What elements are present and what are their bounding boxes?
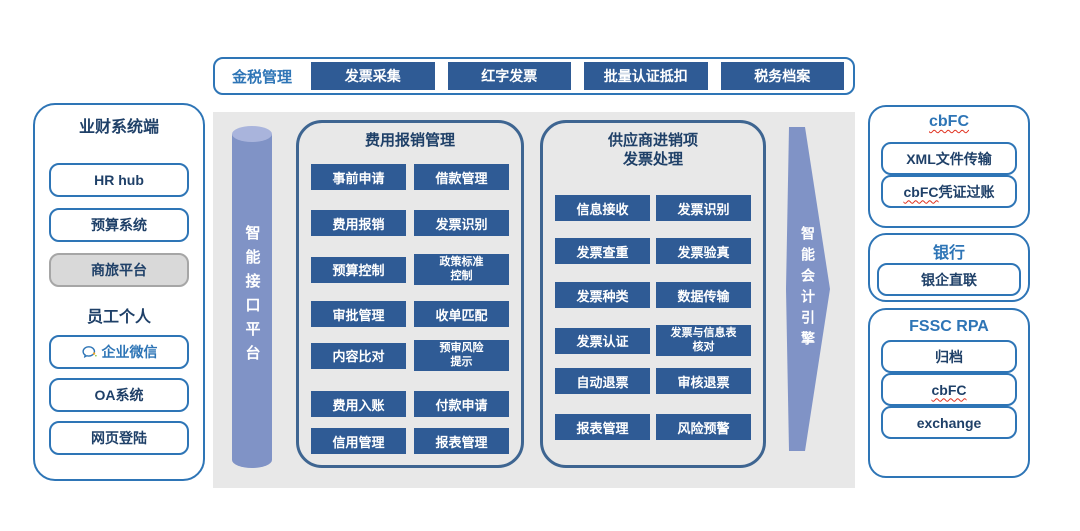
personal-section-title: 员工个人	[86, 309, 151, 326]
sidebar-item-travel-platform[interactable]: 商旅平台	[49, 253, 189, 287]
tab-tax-archive[interactable]: 税务档案	[720, 62, 845, 90]
expense-management-box: 费用报销管理 事前申请 借款管理 费用报销 发票识别 预算控制 政策标准 控制 …	[296, 120, 524, 468]
module-chip-review-return[interactable]: 审核退票	[656, 368, 751, 394]
bank-box-title: 银行	[932, 245, 965, 262]
cbfc-box-title: cbFC	[929, 113, 969, 130]
module-chip-data-transfer[interactable]: 数据传输	[656, 282, 751, 308]
smart-interface-platform-pillar: 智能接口平台	[232, 126, 272, 468]
tax-management-bar: 金税管理 发票采集 红字发票 批量认证抵扣 税务档案	[213, 57, 855, 95]
wechat-work-icon	[81, 345, 97, 358]
supplier-box-title: 供应商进销项 发票处理	[607, 132, 698, 168]
item-cbfc[interactable]: cbFC	[881, 373, 1017, 406]
item-archive[interactable]: 归档	[881, 340, 1017, 373]
module-chip-auto-return[interactable]: 自动退票	[555, 368, 650, 394]
sidebar-item-web-login[interactable]: 网页登陆	[49, 421, 189, 455]
accounting-engine-label: 智能会计引擎	[800, 226, 816, 352]
module-chip-credit-management[interactable]: 信用管理	[311, 428, 406, 454]
module-chip-invoice-type[interactable]: 发票种类	[555, 282, 650, 308]
expense-box-title: 费用报销管理	[364, 132, 455, 149]
tab-red-letter-invoice[interactable]: 红字发票	[447, 62, 572, 90]
left-systems-panel: 业财系统端 HR hub 预算系统 商旅平台 员工个人 企业微信 OA系统 网页…	[33, 103, 205, 481]
module-chip-info-receiving[interactable]: 信息接收	[555, 195, 650, 221]
module-chip-policy-standard-control[interactable]: 政策标准 控制	[414, 254, 509, 285]
module-chip-pre-application[interactable]: 事前申请	[311, 164, 406, 190]
sidebar-item-wecom[interactable]: 企业微信	[49, 335, 189, 369]
fssc-rpa-title: FSSC RPA	[909, 318, 989, 335]
module-chip-invoice-verification[interactable]: 发票验真	[656, 238, 751, 264]
sidebar-item-label: 企业微信	[101, 344, 158, 360]
module-chip-budget-control[interactable]: 预算控制	[311, 256, 406, 283]
module-chip-loan-management[interactable]: 借款管理	[414, 164, 509, 190]
item-label: cbFC	[931, 381, 967, 398]
tax-bar-title: 金税管理	[232, 68, 293, 86]
item-label-prefix: cbFC	[903, 183, 939, 200]
module-chip-approval-management[interactable]: 审批管理	[311, 301, 406, 327]
interface-pillar-label: 智能接口平台	[243, 225, 261, 369]
item-xml-file-transfer[interactable]: XML文件传输	[881, 142, 1017, 175]
sidebar-item-oa-system[interactable]: OA系统	[49, 378, 189, 412]
module-chip-expense-reimbursement[interactable]: 费用报销	[311, 210, 406, 236]
sidebar-item-hr-hub[interactable]: HR hub	[49, 163, 189, 197]
tab-batch-auth-deduction[interactable]: 批量认证抵扣	[584, 62, 708, 90]
module-chip-preaudit-risk-alert[interactable]: 预审风险 提示	[414, 340, 509, 371]
module-chip-invoice-dedup[interactable]: 发票查重	[555, 238, 650, 264]
module-chip-invoice-recognition-2[interactable]: 发票识别	[656, 195, 751, 221]
module-chip-report-management-2[interactable]: 报表管理	[555, 414, 650, 440]
sidebar-item-budget-system[interactable]: 预算系统	[49, 208, 189, 242]
tab-invoice-collection[interactable]: 发票采集	[311, 62, 435, 90]
module-chip-invoice-info-check[interactable]: 发票与信息表 核对	[656, 325, 751, 356]
cylinder-shape	[232, 126, 272, 468]
module-chip-report-management[interactable]: 报表管理	[414, 428, 509, 454]
engine-arrow-shape	[786, 127, 830, 451]
supplier-invoice-box: 供应商进销项 发票处理 信息接收 发票识别 发票查重 发票验真 发票种类 数据传…	[540, 120, 766, 468]
item-bank-direct-link[interactable]: 银企直联	[877, 263, 1021, 296]
module-chip-expense-posting[interactable]: 费用入账	[311, 391, 406, 417]
module-chip-content-comparison[interactable]: 内容比对	[311, 342, 406, 369]
module-chip-payment-request[interactable]: 付款申请	[414, 391, 509, 417]
item-label-suffix: 凭证过账	[938, 183, 995, 200]
module-chip-invoice-certification[interactable]: 发票认证	[555, 327, 650, 354]
module-chip-risk-warning[interactable]: 风险预警	[656, 414, 751, 440]
module-chip-receipt-matching[interactable]: 收单匹配	[414, 301, 509, 327]
fssc-rpa-box: FSSC RPA 归档 cbFC exchange	[868, 308, 1030, 478]
item-exchange[interactable]: exchange	[881, 406, 1017, 439]
smart-accounting-engine-arrow: 智能会计引擎	[786, 127, 830, 451]
bank-box: 银行 银企直联	[868, 233, 1030, 302]
module-chip-invoice-recognition[interactable]: 发票识别	[414, 210, 509, 236]
business-systems-title: 业财系统端	[78, 119, 159, 136]
